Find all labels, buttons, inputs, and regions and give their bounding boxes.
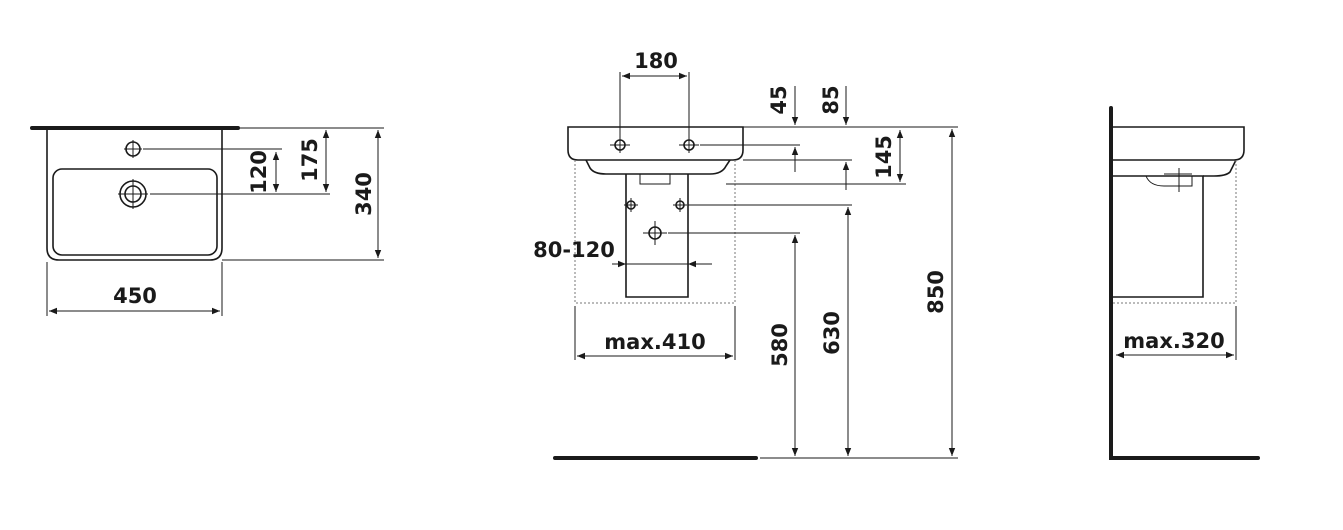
basin-outline-front bbox=[567, 126, 744, 161]
side-view: max.320 bbox=[1109, 106, 1260, 460]
max-depth-outline bbox=[1113, 160, 1237, 304]
fixing-hole-left bbox=[624, 198, 638, 212]
wall-and-floor-side bbox=[1109, 106, 1260, 460]
basin-outline-side bbox=[1113, 126, 1245, 161]
bowl-underside-front bbox=[585, 159, 731, 175]
fixing-hole-right bbox=[673, 198, 687, 212]
front-view: 180 45 85 145 80-120 max.410 580 630 850 bbox=[533, 49, 958, 460]
dim-bowl-depth-label: 145 bbox=[872, 135, 896, 179]
bowl-outline-top bbox=[52, 168, 218, 256]
dim-rim-to-drain-label: 85 bbox=[819, 85, 843, 114]
dim-siphon-width-label: 80-120 bbox=[533, 238, 615, 262]
dim-tap-offset-label: 175 bbox=[298, 138, 322, 182]
pedestal-front bbox=[625, 174, 689, 298]
dim-floor-to-rim-label: 850 bbox=[924, 270, 948, 314]
dim-width-label: 450 bbox=[113, 284, 157, 308]
dim-max-depth-label: max.320 bbox=[1123, 329, 1224, 353]
dim-rim-to-tap-label: 45 bbox=[767, 85, 791, 114]
dim-max-width-label: max.410 bbox=[604, 330, 705, 354]
tap-hole-left-front bbox=[610, 137, 630, 153]
dim-floor-to-waste-label: 630 bbox=[820, 311, 844, 355]
basin-outline-top bbox=[46, 129, 223, 261]
tap-hole-top bbox=[124, 140, 142, 158]
top-view: 450 120 175 340 bbox=[30, 126, 384, 316]
pedestal-side bbox=[1113, 175, 1204, 298]
dim-depth-label: 340 bbox=[352, 172, 376, 216]
waste-outlet bbox=[643, 221, 667, 245]
dim-drain-offset-label: 120 bbox=[247, 150, 271, 194]
tap-hole-right-front bbox=[679, 137, 699, 153]
dim-tap-spacing-label: 180 bbox=[634, 49, 678, 73]
dim-floor-to-drain-label: 580 bbox=[768, 323, 792, 367]
drain-hole-top bbox=[118, 179, 148, 209]
